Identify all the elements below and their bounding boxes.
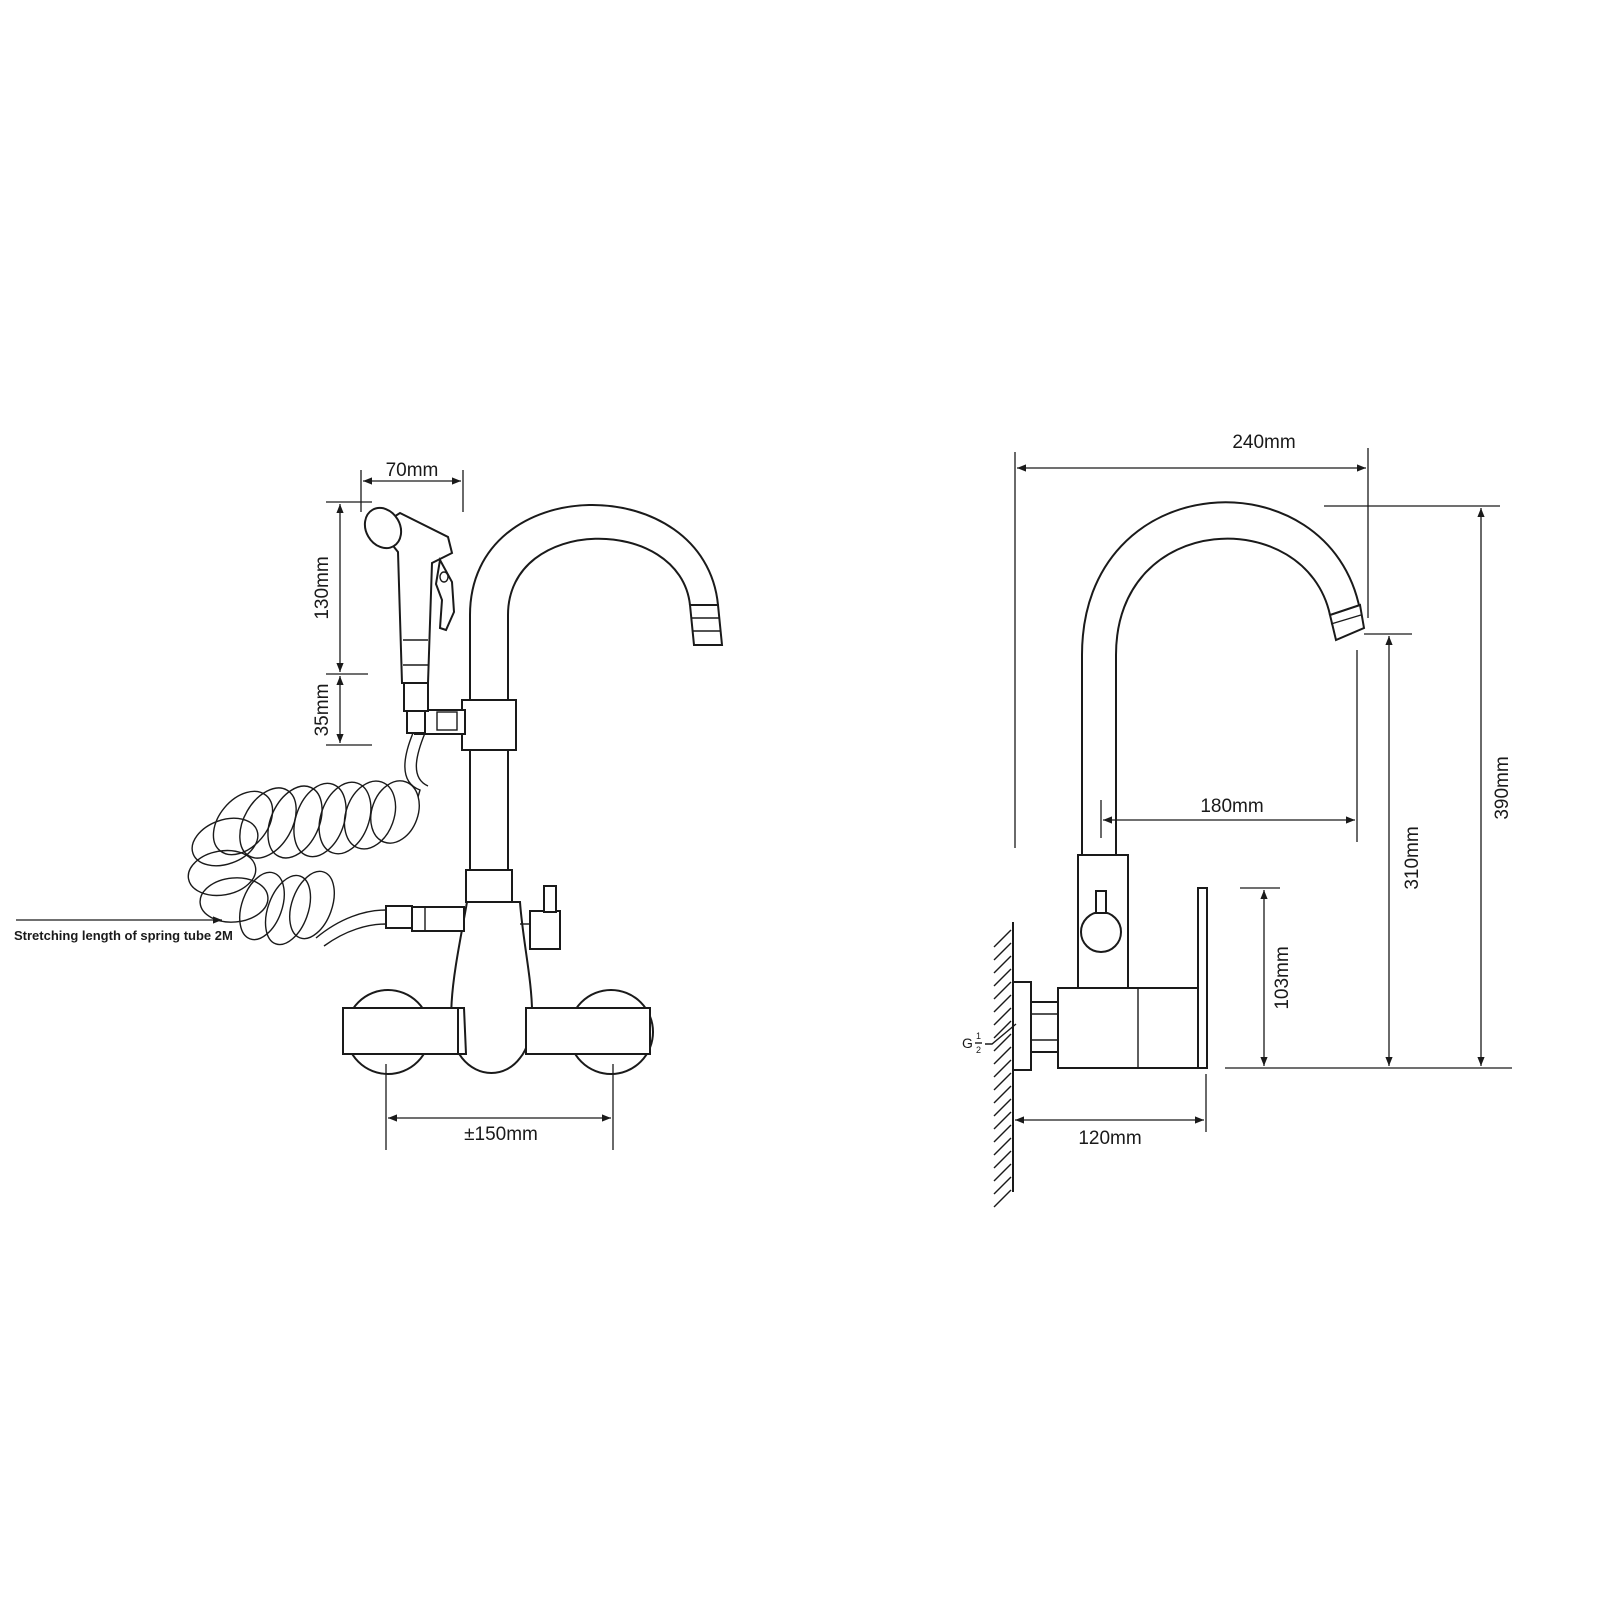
wall-hatch-line [993, 1124, 1012, 1143]
wall-hatch-line [993, 994, 1012, 1013]
wall-hatch-line [993, 1150, 1012, 1169]
front-right-arm [525, 1007, 651, 1055]
side-spout [1081, 501, 1361, 855]
wall-hatch-line [993, 955, 1012, 974]
wall-hatch-line [993, 929, 1012, 948]
wall-hatch-line [993, 1020, 1012, 1039]
dim-holder-height: 35mm [312, 684, 333, 737]
wall-hatch-line [993, 1137, 1012, 1156]
dim-total-height: 390mm [1492, 756, 1513, 819]
wall-hatch-line [993, 1007, 1012, 1026]
dim-handle-spacing: ±150mm [464, 1124, 538, 1145]
front-diverter-block [529, 910, 561, 950]
wall-hatch-line [993, 981, 1012, 1000]
wall-hatch-line [993, 1046, 1012, 1065]
side-nut [1030, 1001, 1059, 1053]
front-spout-tip [688, 604, 724, 646]
hose-length-note: Stretching length of spring tube 2M [14, 928, 233, 943]
side-view: G 1 2 240mm 180mm 103mm 120mm 310mm [962, 432, 1513, 1208]
wall-hatch-line [993, 1111, 1012, 1130]
wall-hatch-line [993, 1163, 1012, 1182]
dim-spout-reach: 180mm [1200, 796, 1263, 817]
dim-sprayer-height: 130mm [312, 556, 333, 619]
front-spout [469, 504, 719, 870]
thread-spec: G 1 2 [962, 1023, 1017, 1055]
wall-hatch-line [993, 1176, 1012, 1195]
dim-spout-height: 310mm [1402, 826, 1423, 889]
side-diverter-knob [1080, 911, 1122, 953]
side-handle-plate [1197, 887, 1208, 1069]
thread-letter: G [962, 1035, 973, 1051]
dim-body-height: 103mm [1272, 946, 1293, 1009]
dim-total-reach: 240mm [1232, 432, 1295, 453]
bidet-sprayer [363, 506, 456, 734]
wall-hatch-line [993, 1098, 1012, 1117]
front-hose-outlet [411, 906, 465, 932]
thread-denominator: 2 [976, 1045, 981, 1055]
front-holder-clamp [461, 699, 517, 751]
dim-sprayer-width: 70mm [386, 460, 439, 481]
wall-hatch-line [993, 968, 1012, 987]
front-left-arm [342, 1007, 462, 1055]
front-view: 70mm 130mm 35mm ±150mm Stretching length… [14, 460, 724, 1150]
thread-numerator: 1 [976, 1031, 981, 1041]
wall-hatching [993, 929, 1012, 1208]
wall-hatch-line [993, 1033, 1012, 1052]
wall-hatch-line [993, 1059, 1012, 1078]
side-spout-inner [1115, 537, 1331, 855]
front-spout-collar [465, 869, 513, 903]
front-diverter-knob [543, 885, 557, 913]
side-wall-flange [1012, 981, 1032, 1071]
wall-hatch-line [993, 1085, 1012, 1104]
wall-hatch-line [993, 1189, 1012, 1208]
side-mixer-body [1057, 987, 1200, 1069]
wall-hatch-line [993, 1072, 1012, 1091]
wall-hatch-line [993, 942, 1012, 961]
side-spout-tip [1328, 603, 1366, 642]
front-spout-inner [507, 537, 691, 870]
dim-wall-projection: 120mm [1078, 1128, 1141, 1149]
spring-hose [187, 732, 429, 947]
front-mixer-body [450, 901, 534, 1074]
